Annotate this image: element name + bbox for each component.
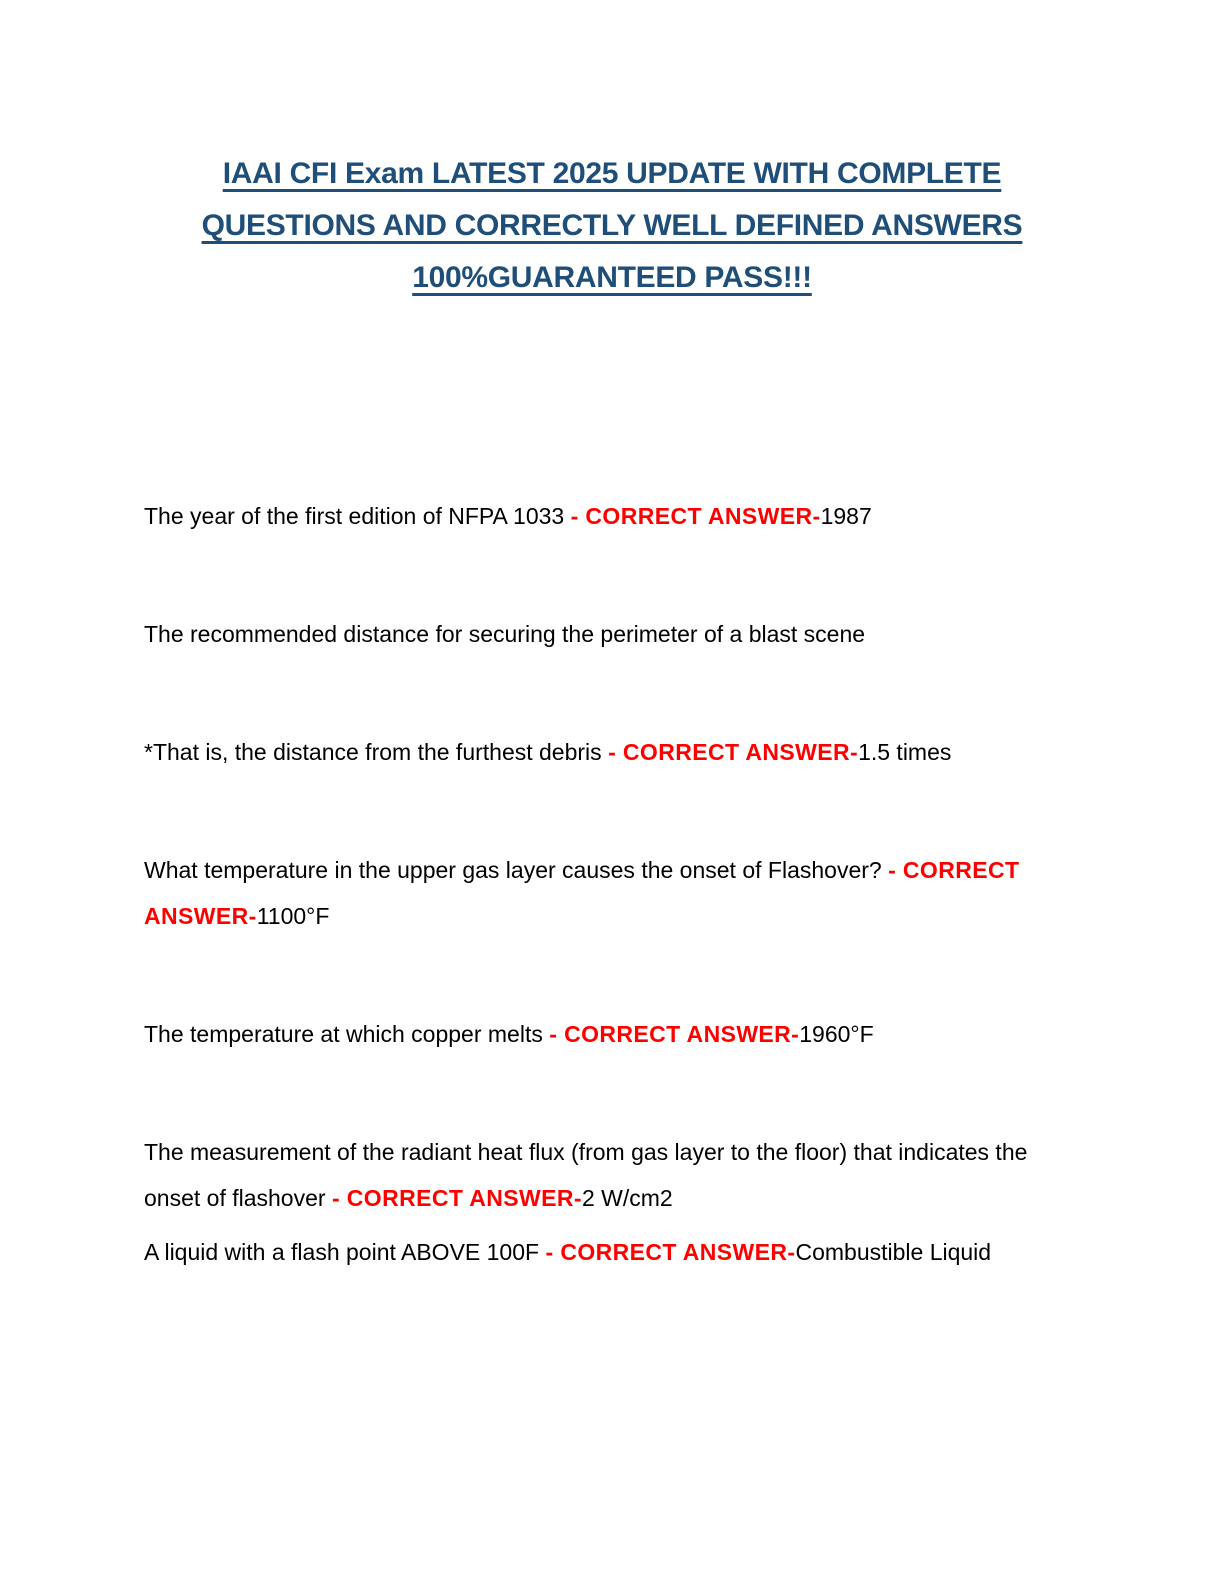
title-line: IAAI CFI Exam LATEST 2025 UPDATE WITH CO… <box>0 148 1224 200</box>
qa-paragraph: A liquid with a flash point ABOVE 100F -… <box>144 1229 1080 1275</box>
question-text: The measurement of the radiant heat flux… <box>144 1139 1028 1211</box>
question-text: 1100°F <box>256 903 330 929</box>
title-line: 100%GUARANTEED PASS!!! <box>0 252 1224 304</box>
qa-paragraph: The recommended distance for securing th… <box>144 611 1080 657</box>
correct-answer-label: - CORRECT ANSWER- <box>545 1239 796 1265</box>
document-body: The year of the first edition of NFPA 10… <box>144 493 1080 1275</box>
question-text: A liquid with a flash point ABOVE 100F <box>144 1239 546 1265</box>
correct-answer-label: - CORRECT ANSWER- <box>608 739 859 765</box>
question-text: The temperature at which copper melts <box>144 1021 550 1047</box>
question-text: *That is, the distance from the furthest… <box>144 739 609 765</box>
title-line: QUESTIONS AND CORRECTLY WELL DEFINED ANS… <box>0 200 1224 252</box>
question-text: Combustible Liquid <box>795 1239 992 1265</box>
qa-paragraph: The temperature at which copper melts - … <box>144 1011 1080 1057</box>
question-text: The recommended distance for securing th… <box>144 621 866 647</box>
title-line-text: QUESTIONS AND CORRECTLY WELL DEFINED ANS… <box>201 209 1023 242</box>
qa-paragraph: *That is, the distance from the furthest… <box>144 729 1080 775</box>
title-line-text: IAAI CFI Exam LATEST 2025 UPDATE WITH CO… <box>222 157 1002 190</box>
correct-answer-label: - CORRECT ANSWER- <box>570 503 821 529</box>
correct-answer-label: - CORRECT ANSWER- <box>331 1185 582 1211</box>
question-text: 2 W/cm2 <box>581 1185 673 1211</box>
document-title: IAAI CFI Exam LATEST 2025 UPDATE WITH CO… <box>0 0 1224 304</box>
qa-paragraph: The year of the first edition of NFPA 10… <box>144 493 1080 539</box>
question-text: 1987 <box>820 503 872 529</box>
title-line-text: 100%GUARANTEED PASS!!! <box>412 261 812 294</box>
correct-answer-label: - CORRECT ANSWER- <box>144 857 1020 929</box>
qa-paragraph: What temperature in the upper gas layer … <box>144 847 1080 939</box>
question-text: What temperature in the upper gas layer … <box>144 857 889 883</box>
question-text: 1.5 times <box>858 739 952 765</box>
question-text: 1960°F <box>799 1021 874 1047</box>
qa-paragraph: The measurement of the radiant heat flux… <box>144 1129 1080 1221</box>
correct-answer-label: - CORRECT ANSWER- <box>549 1021 800 1047</box>
question-text: The year of the first edition of NFPA 10… <box>144 503 571 529</box>
